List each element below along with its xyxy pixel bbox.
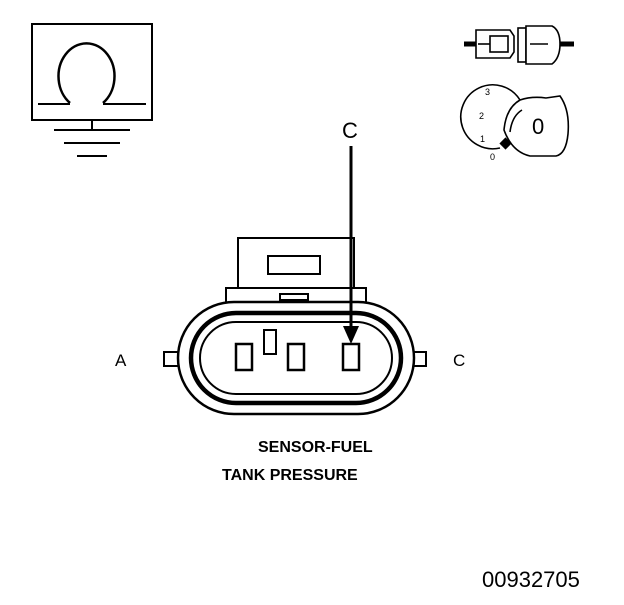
cavity-label-left: A xyxy=(115,351,127,370)
ignition-position-label: 1 xyxy=(480,134,486,144)
disconnected-connector-icon xyxy=(464,25,574,65)
probe-arrow xyxy=(343,146,359,344)
ignition-key-label: 0 xyxy=(532,114,545,139)
cavity-label-right: C xyxy=(453,351,466,370)
terminal-a xyxy=(234,342,254,372)
ignition-position-label: 2 xyxy=(479,111,485,121)
ignition-position-label: 3 xyxy=(485,87,491,97)
terminal-c xyxy=(341,342,361,372)
connector-body xyxy=(163,237,427,416)
component-title-line2: TANK PRESSURE xyxy=(222,467,358,484)
ignition-position-label: 0 xyxy=(490,152,496,162)
ignition-key-icon xyxy=(460,84,570,157)
ohmmeter-ground-symbol xyxy=(31,23,153,157)
figure-reference-number: 00932705 xyxy=(482,567,580,592)
terminal-b xyxy=(286,342,306,372)
component-title-line1: SENSOR-FUEL xyxy=(258,439,373,456)
probe-terminal-label: C xyxy=(342,118,358,143)
